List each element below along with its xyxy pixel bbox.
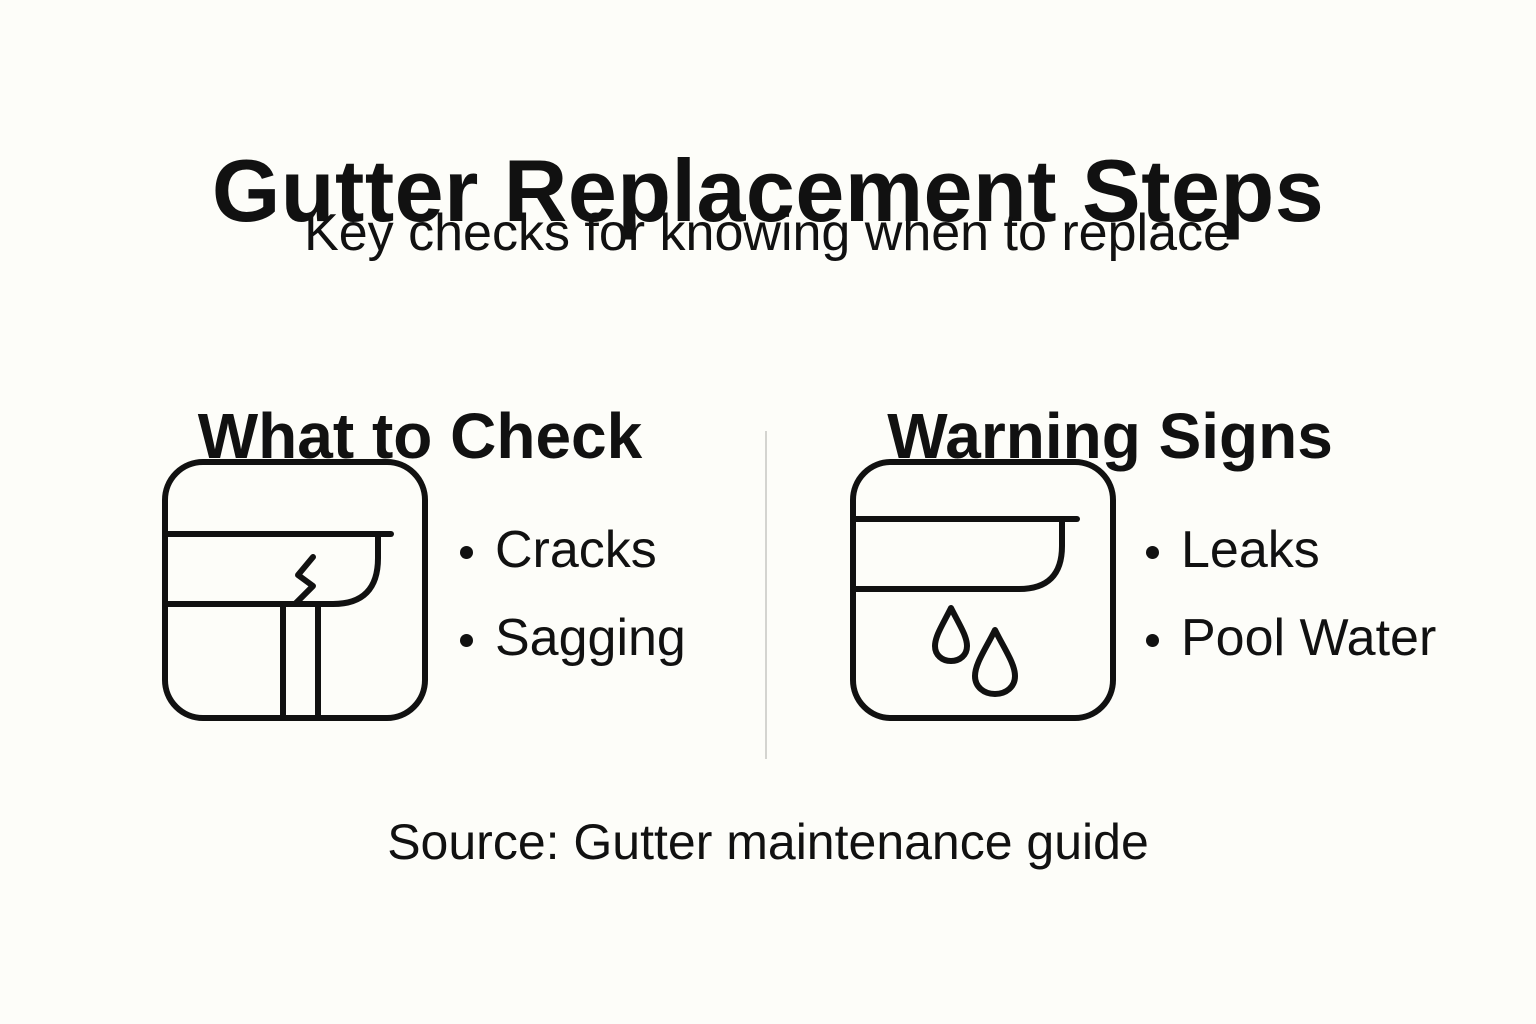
list-item: Leaks [1146, 520, 1436, 580]
section-divider [765, 431, 767, 759]
gutter-crack-icon [161, 458, 429, 722]
page-title: Gutter Replacement Steps [211, 140, 1325, 240]
list-item: Cracks [460, 520, 686, 580]
bullet-icon [1146, 633, 1159, 647]
source-caption: Source: Gutter maintenance guide [387, 814, 1149, 870]
warning-signs-list: Leaks Pool Water [1146, 520, 1436, 696]
what-to-check-list: Cracks Sagging [460, 520, 686, 696]
list-item-label: Leaks [1181, 521, 1320, 579]
list-item-label: Sagging [495, 609, 686, 667]
bullet-icon [460, 545, 473, 559]
gutter-leak-icon [849, 458, 1117, 722]
page-subtitle: Key checks for knowing when to replace [304, 204, 1232, 262]
list-item: Pool Water [1146, 608, 1436, 668]
bullet-icon [1146, 545, 1159, 559]
list-item-label: Cracks [495, 521, 657, 579]
list-item: Sagging [460, 608, 686, 668]
list-item-label: Pool Water [1181, 609, 1437, 667]
bullet-icon [460, 633, 473, 647]
